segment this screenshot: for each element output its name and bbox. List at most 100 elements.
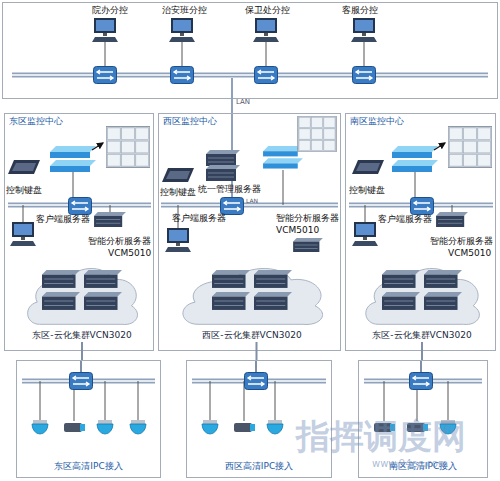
wire [365,205,366,222]
terminal-label: 保卫处分控 [245,6,290,16]
center-heading: 南区监控中心 [350,117,404,127]
center-heading: 西区监控中心 [163,117,217,127]
switch-icon [70,373,93,390]
server-icon [293,238,323,252]
server-stack [42,270,80,288]
wire [80,360,82,372]
bullet-camera [64,423,85,432]
dome-camera [202,420,218,434]
client-server-icon [263,146,303,169]
lan-bus [12,73,488,78]
terminal-label: 院办分控 [92,6,128,16]
bus-label: LAN [236,99,250,107]
server-icon [206,165,240,181]
wire [182,42,183,66]
center-heading: 东区监控中心 [9,117,63,127]
wire [110,205,111,212]
server-stack [254,292,292,310]
computer-icon [10,222,36,246]
cloud-outline-group [28,268,138,324]
server-stack [382,292,420,310]
link-line [421,342,423,360]
switch-icon [410,373,433,390]
dome-camera [97,420,113,434]
keyboard-icon [162,168,194,182]
wire [266,42,267,66]
lan-bus-core [161,204,338,206]
wire [105,42,106,66]
cluster-label: 东区-云化集群VCN3020 [361,331,483,341]
server-stack [254,270,292,288]
camera-wires [40,381,448,421]
switch-icon [245,373,268,390]
keyboard-icon [8,160,40,174]
link-line [256,342,258,360]
cloud-shape [23,254,141,328]
server-stack [424,270,462,288]
monitor-center: 东区监控中心东区-云化集群VCN3020 [4,113,154,351]
video-wall-icon [298,116,337,152]
server-icon [94,212,126,227]
computer-icon [352,222,378,246]
dome-camera [32,420,48,434]
computer-icon [253,18,279,42]
video-wall-icon [106,126,150,167]
display-arrow [434,143,445,150]
server-stack [42,292,80,310]
watermark-url: www.94ec.com [372,458,448,469]
switch-icon [255,67,278,84]
cloud-shape [177,254,327,328]
wire [255,360,257,372]
monitor-center: 南区监控中心东区-云化集群VCN3020 [345,113,496,351]
cluster-label: 西区-云化集群VCN3020 [177,331,327,341]
device-label: 控制键盘 [349,186,385,196]
device-label: 客户端服务器 [172,214,226,224]
switch-icon [353,67,376,84]
device-label: 智能分析服务器 [88,237,151,247]
access-label: 西区高清IPC接入 [187,462,331,472]
wire [452,205,453,212]
cloud-outline-group [183,268,323,324]
wire [420,360,422,372]
video-wall-icon [448,126,492,167]
cloud-shape [361,254,483,328]
keyboard-icon [352,160,384,174]
device-label: 客户端服务器 [378,215,432,225]
terminal-label: 客服分控 [342,6,378,16]
terminal-label: 治安班分控 [162,6,207,16]
bullet-camera [234,423,255,432]
ptz-camera [130,420,146,434]
computer-icon [92,18,118,42]
switch-icon [411,198,434,215]
switch-icon [69,198,92,215]
server-stack [212,270,250,288]
server-icon [436,212,468,227]
cloud-outline [366,268,480,324]
client-server-icon [392,146,438,172]
display-arrow [92,143,103,150]
link-line [81,342,83,360]
computer-icon [351,18,377,42]
computer-icon [169,18,195,42]
cluster-label: 东区-云化集群VCN3020 [23,331,141,341]
wire [23,205,24,222]
computer-icon [165,228,191,252]
cloud-cluster: 西区-云化集群VCN3020 [177,254,327,342]
cloud-outline-group [366,268,480,324]
server-stack [84,270,122,288]
device-label: 统一管理服务器 [198,185,261,195]
device-label: 控制键盘 [160,188,196,198]
model-label: VCM5010 [108,249,151,259]
server-stack [382,270,420,288]
model-label: VCM5010 [276,226,319,236]
server-stack [84,292,122,310]
device-label: 控制键盘 [6,186,42,196]
cloud-cluster: 东区-云化集群VCN3020 [23,254,141,342]
bus-label: LAN [246,198,258,205]
wire [283,170,284,205]
dome-camera [267,420,283,434]
cloud-outline [183,268,323,324]
